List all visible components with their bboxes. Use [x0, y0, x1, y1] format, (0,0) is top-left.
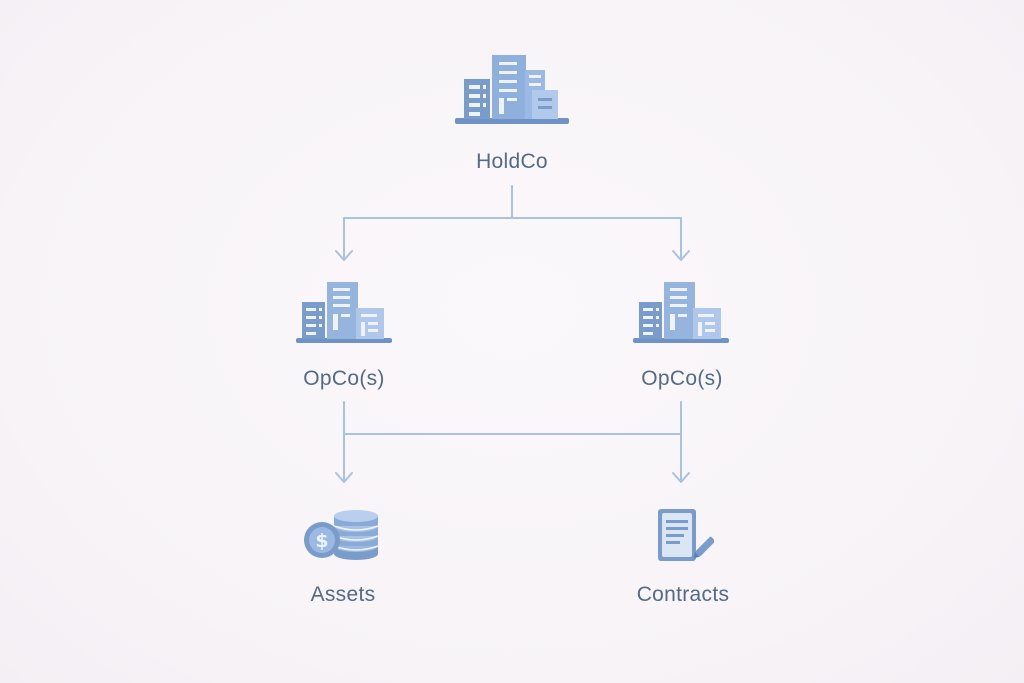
office-buildings-icon: [633, 282, 729, 343]
contracts-label: Contracts: [636, 583, 730, 606]
holdco-label: HoldCo: [476, 150, 548, 173]
opco-right-arrowhead: [672, 250, 690, 261]
contracts-arrowhead: [672, 472, 690, 483]
office-buildings-icon: [296, 282, 392, 343]
opco-left-label: OpCo(s): [303, 367, 385, 390]
opco-right-label: OpCo(s): [641, 367, 723, 390]
coin-stack-icon: $: [304, 510, 379, 560]
opco-left-arrowhead: [335, 250, 353, 261]
contract-document-icon: [658, 509, 714, 561]
office-buildings-icon: [455, 55, 569, 124]
assets-label: Assets: [310, 583, 376, 606]
assets-arrowhead: [335, 472, 353, 483]
svg-text:$: $: [315, 530, 328, 552]
